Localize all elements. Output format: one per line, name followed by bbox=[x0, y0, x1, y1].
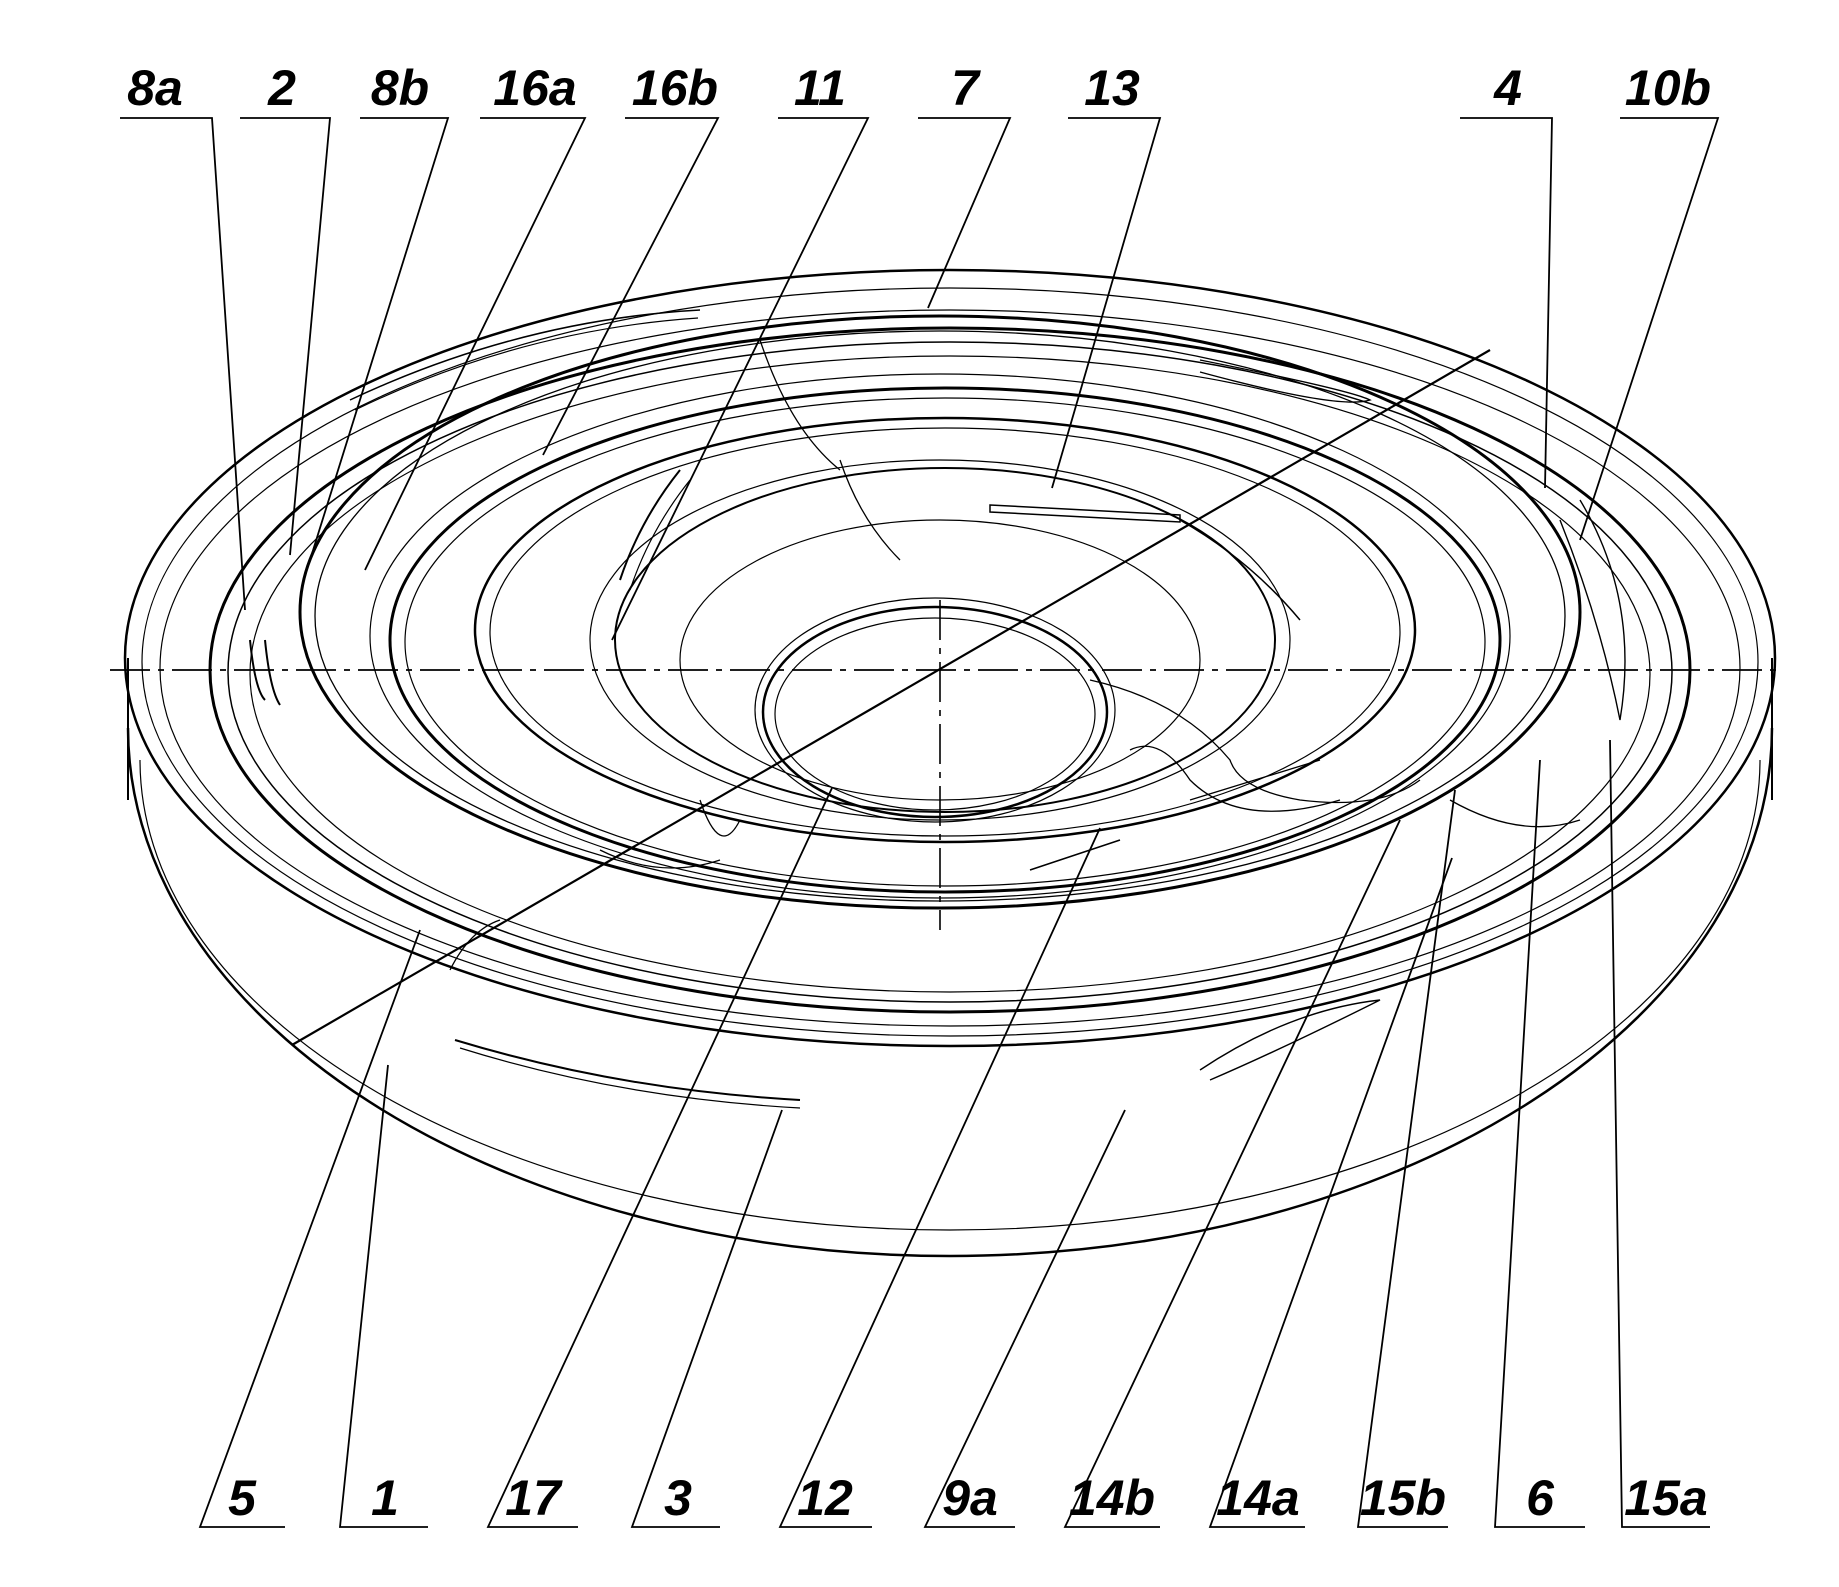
label-9a: 9a bbox=[942, 1470, 998, 1526]
flow-channels bbox=[249, 309, 1626, 1109]
label-17: 17 bbox=[505, 1470, 563, 1526]
leader-lines-bottom bbox=[198, 739, 1710, 1528]
label-13: 13 bbox=[1084, 60, 1140, 116]
label-1: 1 bbox=[371, 1470, 399, 1526]
leader-lines-top bbox=[120, 117, 1720, 641]
label-10b: 10b bbox=[1625, 60, 1711, 116]
label-14a: 14a bbox=[1216, 1470, 1299, 1526]
center-lines bbox=[110, 349, 1780, 1046]
label-2: 2 bbox=[267, 60, 296, 116]
labels-bottom: 5 1 17 3 12 9a 14b 14a 15b 6 15a bbox=[228, 1470, 1708, 1526]
label-5: 5 bbox=[228, 1470, 257, 1526]
label-16b: 16b bbox=[632, 60, 718, 116]
label-11: 11 bbox=[794, 60, 846, 116]
label-15b: 15b bbox=[1360, 1470, 1446, 1526]
label-6: 6 bbox=[1526, 1470, 1555, 1526]
label-12: 12 bbox=[797, 1470, 853, 1526]
label-15a: 15a bbox=[1624, 1470, 1707, 1526]
label-8a: 8a bbox=[127, 60, 183, 116]
spiral-grooves bbox=[208, 314, 1692, 1014]
label-16a: 16a bbox=[493, 60, 576, 116]
label-14b: 14b bbox=[1069, 1470, 1155, 1526]
label-8b: 8b bbox=[371, 60, 429, 116]
label-3: 3 bbox=[664, 1470, 692, 1526]
label-7: 7 bbox=[951, 60, 981, 116]
labels-top: 8a 2 8b 16a 16b 11 7 13 4 10b bbox=[127, 60, 1711, 116]
label-4: 4 bbox=[1493, 60, 1522, 116]
disc-body bbox=[123, 268, 1777, 1258]
